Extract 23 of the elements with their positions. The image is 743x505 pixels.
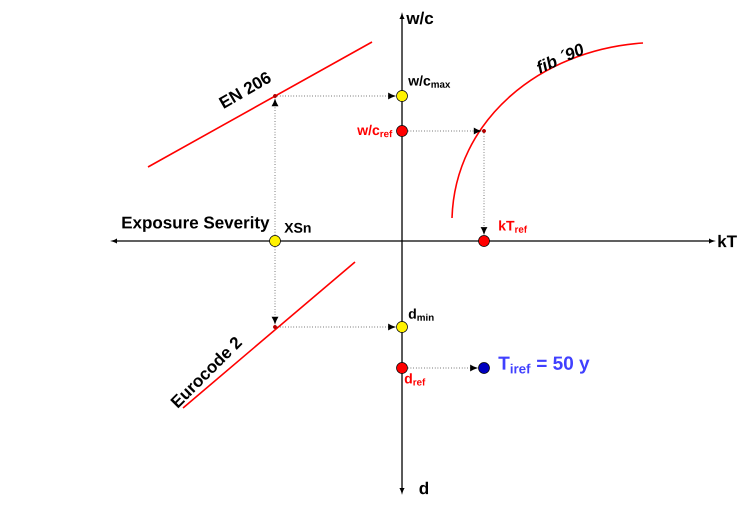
axis-label: d [420,482,428,494]
arrow [276,324,396,330]
arrow [408,364,478,372]
point-label: XSn [284,222,311,233]
arrow [408,128,481,134]
arrow [272,99,278,236]
intersection-point [273,325,277,329]
point-label: kT$_{ref}$ [499,220,528,233]
point-label: d$_{ref}$ [404,373,426,386]
point-label: d$_{min}$ [408,308,434,321]
axis-label: kT [718,234,737,248]
axis-label: Exposure Severity [122,216,270,232]
intersection-point [482,129,486,133]
axis-label: fib ´90 [536,44,583,74]
axis-label: w/c [406,12,434,24]
intersection-point [273,94,277,98]
arrow [480,132,488,234]
point-label: T$_{iref}$ = 50 y [498,356,590,374]
axis-label: EN 206 [218,72,271,109]
point-label: w/c$_{ref}$ [357,124,392,138]
arrow [272,246,278,324]
point-label: w/c$_{max}$ [408,75,450,88]
arrow [276,92,396,100]
